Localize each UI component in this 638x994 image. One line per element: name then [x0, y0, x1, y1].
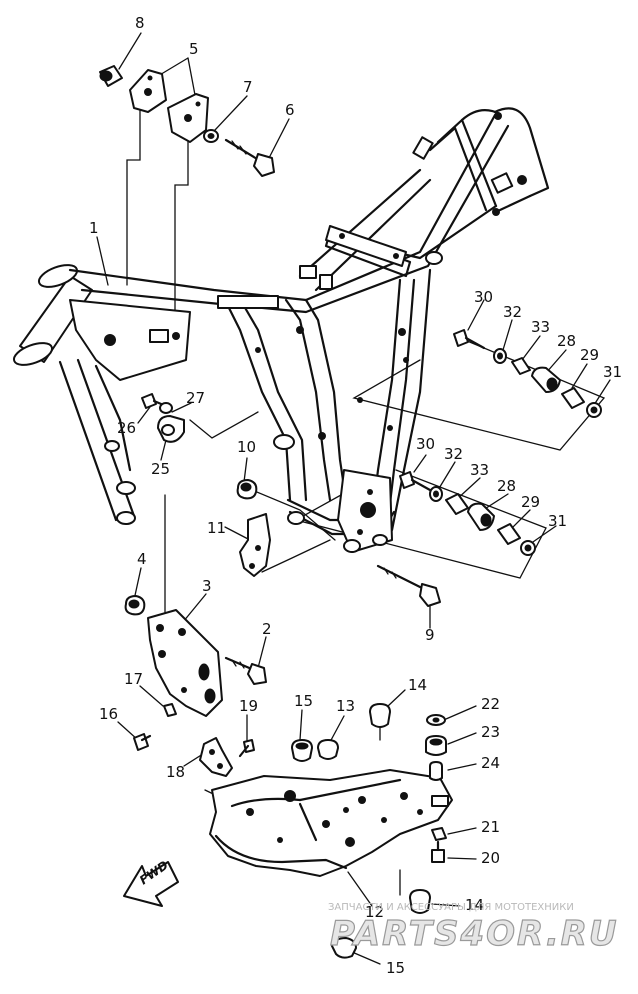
part-22-washer	[426, 714, 446, 726]
callout-3: 3	[202, 577, 212, 595]
callout-33-upper: 33	[531, 318, 551, 336]
part-28-damper-lower	[467, 502, 495, 531]
callout-15-upper: 15	[294, 692, 314, 710]
callout-33-lower: 33	[470, 461, 490, 479]
callout-28-upper: 28	[557, 332, 577, 350]
part-3-engine-bracket	[147, 609, 223, 717]
callout-15-lower: 15	[386, 959, 406, 977]
callout-10: 10	[237, 438, 257, 456]
part-33-collar-upper	[511, 357, 531, 375]
part-18-bracket	[199, 737, 233, 777]
callout-30-lower: 30	[416, 435, 436, 453]
callout-6: 6	[285, 101, 295, 119]
callout-22: 22	[481, 695, 501, 713]
callout-9: 9	[425, 626, 435, 644]
part-29-collar-upper	[561, 387, 585, 409]
callout-24: 24	[481, 754, 501, 772]
part-14-cap-lower	[409, 889, 431, 914]
callout-17: 17	[124, 670, 144, 688]
part-8-collar	[99, 65, 123, 87]
part-13-grommet	[317, 739, 339, 760]
watermark-caption: ЗАПЧАСТИ И АКСЕССУАРЫ ДЛЯ МОТОТЕХНИКИ	[328, 902, 574, 913]
callout-31-upper: 31	[603, 363, 623, 381]
fwd-arrow-icon	[123, 861, 179, 907]
callout-29-upper: 29	[580, 346, 600, 364]
callout-8: 8	[135, 14, 145, 32]
part-24-collar	[429, 761, 443, 781]
callout-7: 7	[243, 78, 253, 96]
part-21-nut	[431, 827, 447, 841]
main-frame	[12, 107, 550, 553]
callout-25: 25	[151, 460, 171, 478]
callout-1: 1	[89, 219, 99, 237]
part-20-bolt	[431, 840, 445, 863]
part-29-collar-lower	[497, 523, 521, 545]
callout-32-upper: 32	[503, 303, 523, 321]
part-31-nut-lower	[520, 540, 536, 556]
callout-23: 23	[481, 723, 501, 741]
part-11-bracket	[239, 513, 271, 577]
watermark-logo: PARTS4OR.RU	[329, 913, 619, 954]
part-19-bolt	[238, 739, 255, 758]
callout-31-lower: 31	[548, 512, 568, 530]
callout-21: 21	[481, 818, 501, 836]
callout-5: 5	[189, 40, 199, 58]
part-4-collar	[124, 595, 146, 616]
part-10-collar	[236, 479, 258, 500]
part-12-skid-plate	[209, 769, 453, 877]
part-33-collar-lower	[445, 493, 469, 515]
part-32-washer-upper	[493, 348, 507, 364]
callout-2: 2	[262, 620, 272, 638]
callout-28-lower: 28	[497, 477, 517, 495]
part-2-bolt	[224, 656, 267, 685]
callout-13: 13	[336, 697, 356, 715]
callout-20: 20	[481, 849, 501, 867]
callout-19: 19	[239, 697, 259, 715]
part-25-clamp	[157, 415, 185, 443]
callout-14-upper: 14	[408, 676, 428, 694]
part-16-bolt	[133, 733, 152, 751]
callout-18: 18	[166, 763, 186, 781]
callout-26: 26	[117, 419, 137, 437]
part-32-washer-lower	[429, 486, 443, 502]
part-27-nut	[159, 402, 173, 414]
callout-32-lower: 32	[444, 445, 464, 463]
part-15-grommet-lower	[331, 937, 357, 959]
part-14-cap-upper	[369, 703, 391, 728]
part-7-washer	[203, 129, 219, 143]
part-17-nut	[163, 703, 177, 717]
part-30-bolt-lower	[399, 471, 432, 492]
callout-11: 11	[207, 519, 227, 537]
callout-30-upper: 30	[474, 288, 494, 306]
part-23-damper	[425, 735, 447, 756]
callout-14-lower: 14	[465, 896, 485, 914]
part-31-nut-upper	[586, 402, 602, 418]
callout-4: 4	[137, 550, 147, 568]
part-9-long-bolt	[376, 564, 441, 607]
part-6-bolt	[224, 138, 275, 177]
part-5-brackets	[129, 69, 209, 143]
callout-29-lower: 29	[521, 493, 541, 511]
callout-16: 16	[99, 705, 119, 723]
callout-27: 27	[186, 389, 206, 407]
callout-12: 12	[365, 903, 385, 921]
part-15-grommet-upper	[291, 739, 313, 762]
part-28-damper-upper	[531, 366, 561, 393]
part-30-bolt-upper	[453, 329, 486, 350]
